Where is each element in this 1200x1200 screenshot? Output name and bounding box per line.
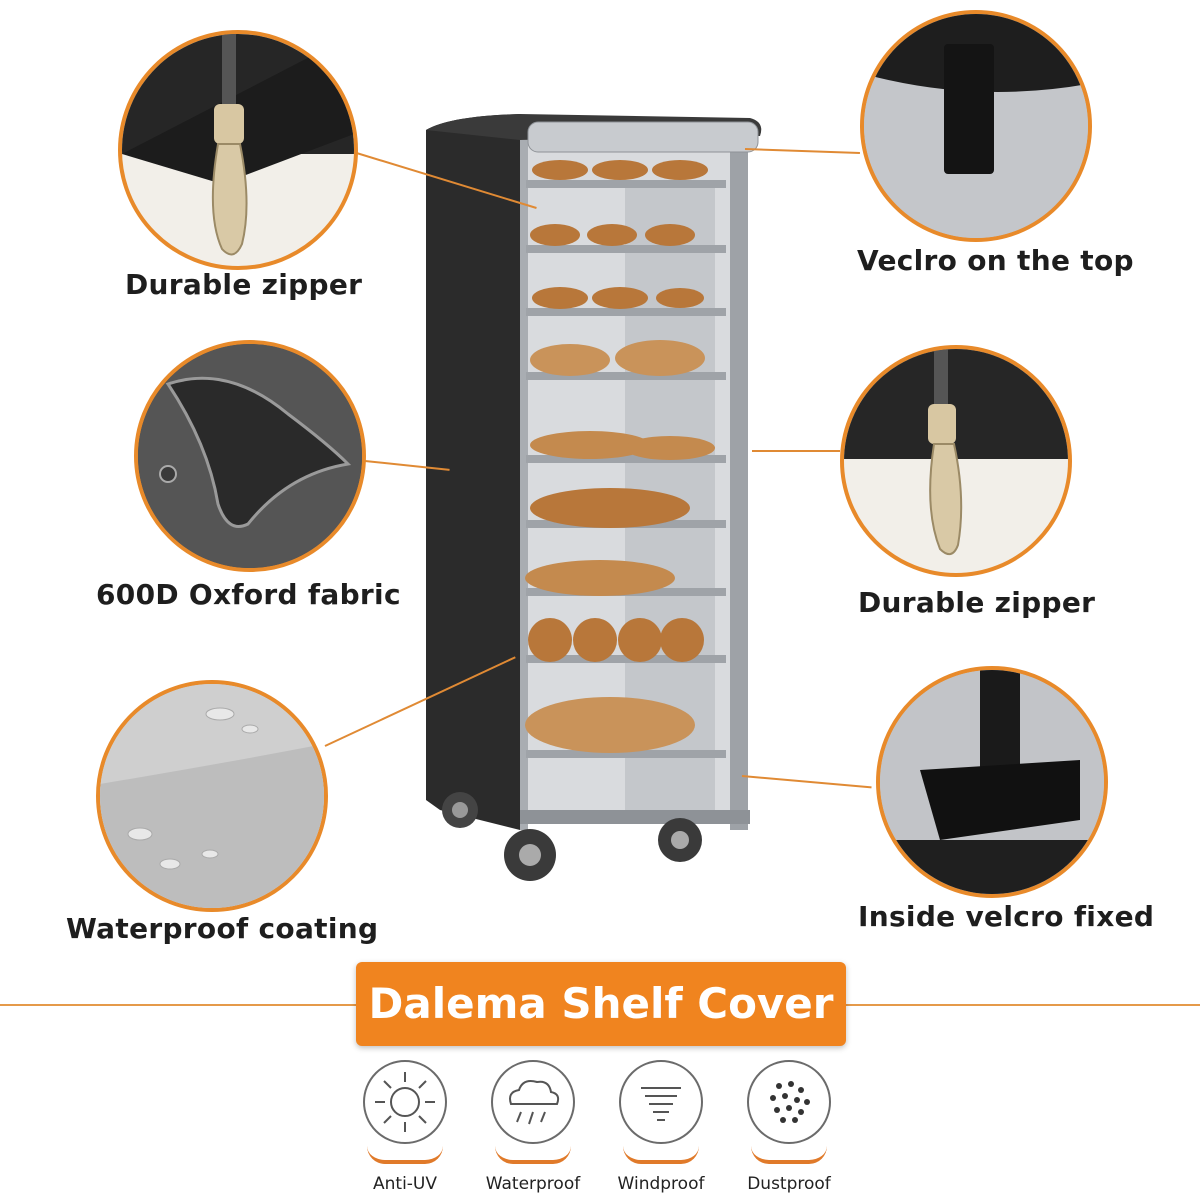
feature-label: Windproof (617, 1174, 705, 1194)
feature-label: Waterproof (485, 1174, 581, 1194)
sun-icon (363, 1060, 447, 1144)
feature-dustproof: Dustproof (734, 1060, 844, 1194)
fabric-detail-circle (134, 340, 366, 572)
banner-line-right (846, 1004, 1200, 1006)
banner-line-left (0, 1004, 356, 1006)
feature-arc (623, 1146, 699, 1164)
dust-icon (747, 1060, 831, 1144)
callout-label-right-1: Veclro on the top (857, 244, 1134, 277)
velcro-inside-detail-circle (876, 666, 1108, 898)
callout-label-right-2: Durable zipper (858, 586, 1096, 619)
velcro-fixed-icon (880, 670, 1104, 894)
callout-label-left-3: Waterproof coating (66, 912, 379, 945)
wheels (442, 792, 702, 881)
water-drop-icon (138, 344, 362, 568)
callout-label-left-2: 600D Oxford fabric (96, 578, 401, 611)
feature-arc (751, 1146, 827, 1164)
feature-waterproof: Waterproof (478, 1060, 588, 1194)
velcro-top-detail-circle (860, 10, 1092, 242)
zipper-right-detail-circle (840, 345, 1072, 577)
water-beads-icon (100, 684, 324, 908)
zipper-icon (122, 34, 354, 256)
bread-loaves (525, 160, 715, 753)
feature-label: Anti-UV (373, 1174, 437, 1194)
rain-cloud-icon (491, 1060, 575, 1144)
velcro-strap-icon (864, 14, 1088, 238)
feature-windproof: Windproof (606, 1060, 716, 1194)
leader-line (752, 450, 840, 452)
feature-arc (367, 1146, 443, 1164)
callout-label-left-1: Durable zipper (125, 268, 363, 301)
feature-anti-uv: Anti-UV (350, 1060, 460, 1194)
product-title-banner: Dalema Shelf Cover (356, 962, 846, 1046)
zipper-icon (844, 349, 1068, 556)
product-rack (420, 110, 780, 890)
feature-arc (495, 1146, 571, 1164)
feature-label: Dustproof (747, 1174, 831, 1194)
callout-label-right-3: Inside velcro fixed (858, 900, 1155, 933)
wind-icon (619, 1060, 703, 1144)
zipper-detail-circle (118, 30, 358, 270)
coating-detail-circle (96, 680, 328, 912)
rack-illustration (426, 114, 762, 881)
product-title: Dalema Shelf Cover (368, 979, 834, 1028)
